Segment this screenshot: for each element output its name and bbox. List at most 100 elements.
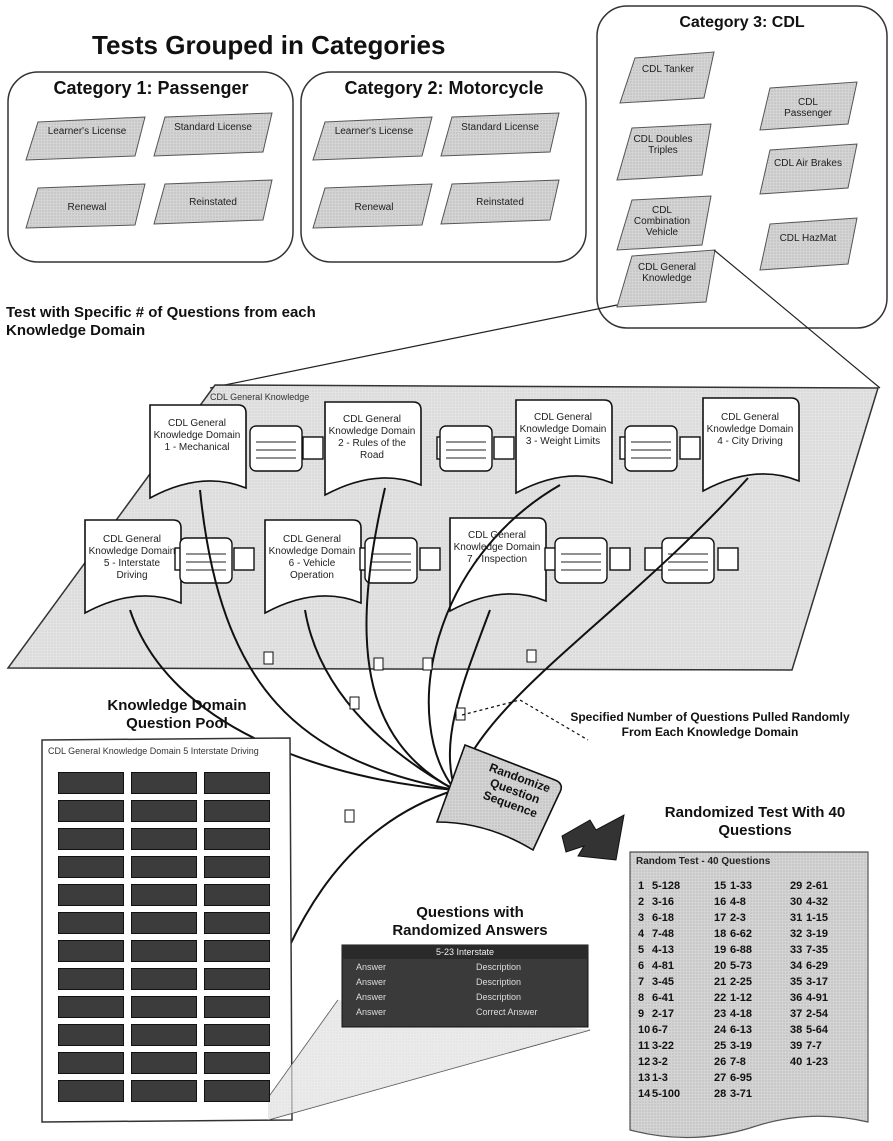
pool-question-cell [58,828,124,850]
test-question-id: 5-128 [652,880,681,892]
answer-label[interactable]: Answer [356,962,387,972]
test-question-id: 3-22 [652,1040,675,1052]
domain-2-label[interactable]: CDL General Knowledge Domain 2 - Rules o… [328,414,416,461]
test-question-id: 4-8 [730,896,746,908]
pool-question-cell [204,968,270,990]
answer-label[interactable]: Answer [356,977,387,987]
test-row-number: 33 [790,944,803,956]
test-question-id: 6-95 [730,1072,753,1084]
test-row-number: 4 [638,928,645,940]
cat2-item-renewal[interactable]: Renewal [354,202,394,213]
test-question-id: 6-62 [730,928,753,940]
cat2-item-reinstated[interactable]: Reinstated [476,197,524,208]
test-row-number: 8 [638,992,645,1004]
test-question-id: 5-100 [652,1088,681,1100]
answer-description[interactable]: Correct Answer [476,1007,538,1017]
test-row-number: 26 [714,1056,727,1068]
pool-question-cell [131,856,197,878]
domain-1-label[interactable]: CDL General Knowledge Domain 1 - Mechani… [153,418,241,453]
test-row-number: 17 [714,912,727,924]
test-row-number: 14 [638,1088,651,1100]
category-1-title: Category 1: Passenger [53,78,249,98]
test-question-id: 2-25 [730,976,753,988]
cat1-item-reinstated[interactable]: Reinstated [189,197,237,208]
test-row-number: 22 [714,992,727,1004]
test-question-id: 2-61 [806,880,829,892]
answer-label[interactable]: Answer [356,992,387,1002]
pool-question-cell [204,940,270,962]
test-question-id: 5-73 [730,960,753,972]
cat2-item-learner[interactable]: Learner's License [334,126,414,137]
test-question-id: 1-33 [730,880,753,892]
random-test-title: Random Test - 40 Questions [636,856,771,867]
pool-question-cell [204,772,270,794]
category-2-box [300,71,587,263]
test-question-id: 7-8 [730,1056,746,1068]
test-row-number: 6 [638,960,645,972]
test-row-number: 11 [638,1040,650,1052]
test-question-id: 3-19 [730,1040,753,1052]
cat3-item-hazmat[interactable]: CDL HazMat [779,233,837,244]
cat1-item-learner[interactable]: Learner's License [47,126,127,137]
test-question-id: 3-45 [652,976,675,988]
test-row-number: 39 [790,1040,803,1052]
test-question-id: 6-13 [730,1024,753,1036]
test-row-number: 20 [714,960,727,972]
test-row-number: 1 [638,880,645,892]
pool-question-cell [204,912,270,934]
test-row-number: 19 [714,944,727,956]
test-row-number: 28 [714,1088,727,1100]
cat1-item-standard[interactable]: Standard License [174,122,252,133]
domain-5-label[interactable]: CDL General Knowledge Domain 5 - Interst… [88,534,176,581]
test-row-number: 27 [714,1072,727,1084]
pool-question-cell [58,772,124,794]
test-question-id: 7-48 [652,928,675,940]
answer-description[interactable]: Description [476,977,522,987]
domain-3-label[interactable]: CDL General Knowledge Domain 3 - Weight … [519,412,607,447]
category-2-title: Category 2: Motorcycle [344,78,544,98]
cat3-item-doubles[interactable]: CDL Doubles Triples [633,134,693,156]
main-title: Tests Grouped in Categories [92,30,446,60]
pool-question-cell [204,1080,270,1102]
test-question-id: 4-13 [652,944,675,956]
domain-7-label[interactable]: CDL General Knowledge Domain 7 - Inspect… [453,530,541,565]
test-row-number: 3 [638,912,645,924]
answer-description[interactable]: Description [476,992,522,1002]
cat3-item-passenger[interactable]: CDL Passenger [784,97,832,119]
test-row-number: 18 [714,928,727,940]
pool-question-cell [204,1052,270,1074]
test-row-number: 36 [790,992,803,1004]
random-test-paper [629,851,869,1139]
test-question-id: 3-71 [730,1088,753,1100]
domain-6-label[interactable]: CDL General Knowledge Domain 6 - Vehicle… [268,534,356,581]
pool-question-cell [204,856,270,878]
test-question-id: 6-29 [806,960,829,972]
cat2-item-standard[interactable]: Standard License [461,122,539,133]
test-row-number: 35 [790,976,803,988]
answers-heading: Questions with Randomized Answers [392,904,548,939]
cat3-item-tanker[interactable]: CDL Tanker [641,64,695,75]
test-question-id: 1-15 [806,912,829,924]
randomized-heading: Randomized Test With 40 Questions [664,804,846,839]
pool-heading: Knowledge Domain Question Pool [107,697,247,732]
cat1-item-renewal[interactable]: Renewal [67,202,107,213]
pool-question-cell [58,884,124,906]
test-question-id: 6-7 [652,1024,668,1036]
cat3-item-airbrakes[interactable]: CDL Air Brakes [774,158,842,169]
pool-question-cell [58,912,124,934]
test-question-id: 3-2 [652,1056,668,1068]
test-question-id: 6-18 [652,912,675,924]
cat3-item-general-knowledge[interactable]: CDL General Knowledge [638,262,696,284]
pool-question-cell [204,1024,270,1046]
domain-4-label[interactable]: CDL General Knowledge Domain 4 - City Dr… [706,412,794,447]
answer-label[interactable]: Answer [356,1007,387,1017]
cat3-item-combination[interactable]: CDL Combination Vehicle [633,205,691,238]
test-question-id: 2-17 [652,1008,675,1020]
answer-description[interactable]: Description [476,962,522,972]
test-row-number: 23 [714,1008,727,1020]
test-question-id: 4-91 [806,992,829,1004]
test-question-id: 6-41 [652,992,675,1004]
test-question-id: 4-18 [730,1008,753,1020]
